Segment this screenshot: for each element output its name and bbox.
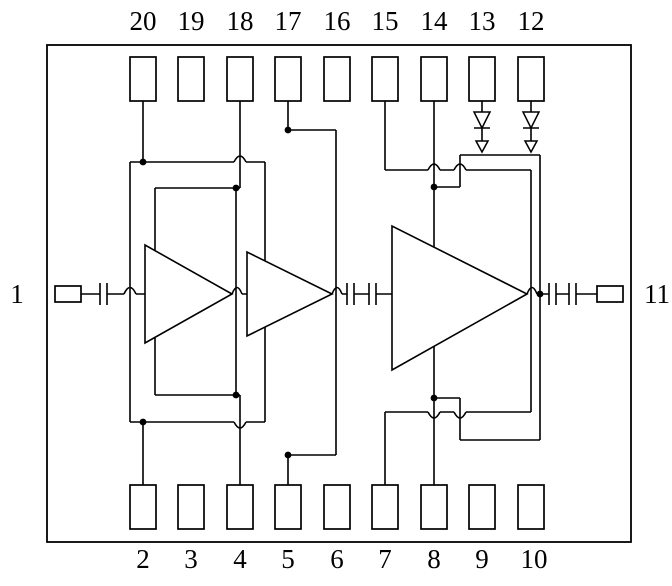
junction-dot: [139, 158, 147, 166]
clamp-diode-pin12-icon: [521, 101, 541, 154]
pin-label-19: 19: [178, 6, 205, 36]
output-capacitor-2-icon: [568, 283, 577, 305]
coupling-capacitor-2-icon: [368, 283, 377, 305]
diode-triangle: [521, 111, 541, 130]
input-capacitor-icon: [99, 283, 108, 305]
pad-pin-9: [468, 484, 496, 530]
pin-label-13: 13: [469, 6, 496, 36]
power-amplifier-icon: [391, 224, 529, 372]
junction-dot: [284, 126, 292, 134]
amplifier-stage-2-icon: [246, 250, 334, 338]
junction-dot: [284, 451, 292, 459]
junction-dot: [430, 394, 438, 402]
down-arrow-icon: [474, 140, 490, 154]
amplifier-stage-1-icon: [144, 243, 234, 345]
pin-label-20: 20: [130, 6, 157, 36]
package-outline: [46, 44, 632, 543]
pad-pin-16: [323, 56, 351, 102]
pad-pin-2: [129, 484, 157, 530]
pin-label-7: 7: [378, 544, 392, 574]
feedback-loop-outer-right: [384, 101, 532, 485]
pin-label-8: 8: [427, 544, 441, 574]
junction-dot: [232, 184, 240, 192]
pin-label-15: 15: [372, 6, 399, 36]
pin-label-5: 5: [281, 544, 295, 574]
pad-pin-20: [129, 56, 157, 102]
pad-pin-17: [274, 56, 302, 102]
pin-label-12: 12: [518, 6, 545, 36]
clamp-diode-pin13-icon: [472, 101, 492, 154]
pad-pin-12: [517, 56, 545, 102]
pin-labels: 20 19 18 17 16 15 14 13 12 2 3 4 5 6 7 8…: [10, 6, 670, 574]
feedback-loop-outer-left: [129, 101, 266, 485]
pad-pin-3: [177, 484, 205, 530]
junction-dot: [430, 183, 438, 191]
pad-pin-5: [274, 484, 302, 530]
pin-label-2: 2: [136, 544, 150, 574]
junction-dot: [139, 418, 147, 426]
wiring: [81, 101, 597, 485]
pad-pin-7: [371, 484, 399, 530]
pin-label-4: 4: [233, 544, 247, 574]
pin-label-6: 6: [330, 544, 344, 574]
pin-label-10: 10: [521, 544, 548, 574]
pad-pin-11: [596, 285, 624, 303]
power-amp-bias-network: [433, 101, 541, 485]
junction-dot: [536, 290, 544, 298]
junction-dots: [139, 126, 544, 459]
pin-label-14: 14: [421, 6, 449, 36]
junction-dot: [232, 391, 240, 399]
pad-pin-1: [54, 285, 82, 303]
pin-label-16: 16: [324, 6, 351, 36]
pin-label-17: 17: [275, 6, 302, 36]
pin-label-11: 11: [644, 279, 670, 309]
pad-pin-19: [177, 56, 205, 102]
down-arrow-icon: [523, 140, 539, 154]
diode-triangle: [472, 111, 492, 130]
feedback-loop-amp2: [287, 101, 337, 485]
pad-pin-10: [517, 484, 545, 530]
bottom-pads: [129, 484, 545, 530]
pad-pin-8: [420, 484, 448, 530]
pad-pin-14: [420, 56, 448, 102]
pin-label-3: 3: [184, 544, 198, 574]
top-pads: [129, 56, 545, 102]
pad-pin-13: [468, 56, 496, 102]
output-capacitor-1-icon: [548, 283, 557, 305]
pad-pin-4: [226, 484, 254, 530]
pin-label-18: 18: [227, 6, 254, 36]
pin-label-1: 1: [10, 279, 24, 309]
coupling-capacitor-1-icon: [346, 283, 355, 305]
pin-label-9: 9: [475, 544, 489, 574]
feedback-loop-inner-left: [154, 101, 241, 485]
pad-pin-15: [371, 56, 399, 102]
pad-pin-18: [226, 56, 254, 102]
pad-pin-6: [323, 484, 351, 530]
